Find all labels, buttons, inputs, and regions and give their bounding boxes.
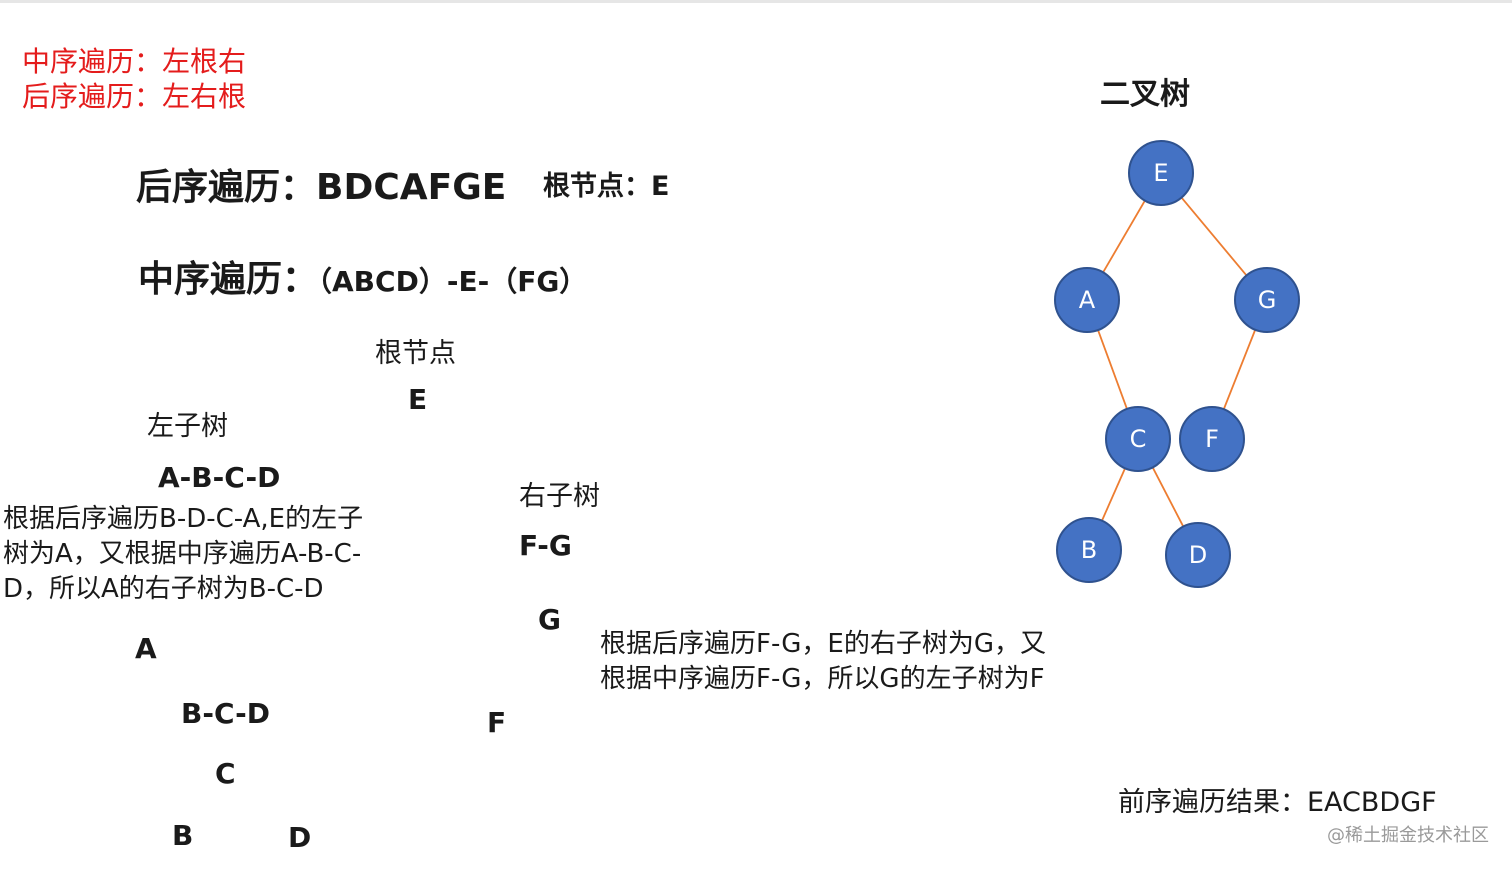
tree-edge-A-C: [1097, 329, 1128, 410]
right-explanation: 根据后序遍历F-G，E的右子树为G，又根据中序遍历F-G，所以G的左子树为F: [600, 629, 1047, 694]
tree-edge-C-D: [1151, 467, 1185, 527]
tree-node-circle: [1165, 522, 1231, 588]
right-subtree-value: F-G: [519, 529, 572, 562]
tree-node-circle: [1105, 406, 1171, 472]
inorder-label: 中序遍历：: [138, 259, 319, 300]
tree-node-B: B: [1056, 517, 1122, 583]
inorder-rule-note: 中序遍历：左根右: [22, 45, 247, 78]
tree-node-label: E: [1153, 159, 1168, 187]
tree-node-circle: [1179, 406, 1245, 472]
step-d: D: [288, 821, 312, 854]
tree-node-circle: [1128, 140, 1194, 206]
inorder-heading: 中序遍历：（ABCD）-E-（FG）: [138, 262, 587, 298]
right-subtree-label: 右子树: [519, 481, 600, 512]
tree-edge-G-F: [1222, 329, 1257, 410]
postorder-heading: 后序遍历：BDCAFGE: [136, 170, 506, 206]
tree-node-label: C: [1130, 425, 1147, 453]
postorder-rule-note: 后序遍历：左右根: [22, 80, 247, 113]
left-explanation: 根据后序遍历B-D-C-A,E的左子树为A，又根据中序遍历A-B-C-D，所以A…: [3, 504, 364, 604]
step-g: G: [538, 603, 561, 636]
postorder-label: 后序遍历：: [136, 167, 317, 208]
tree-node-G: G: [1234, 267, 1300, 333]
diagram-title: 二叉树: [1100, 77, 1190, 112]
root-note: 根节点：E: [543, 171, 670, 202]
preorder-result: 前序遍历结果：EACBDGF: [1118, 787, 1437, 818]
tree-node-label: D: [1189, 541, 1207, 569]
tree-node-label: G: [1258, 286, 1277, 314]
tree-node-F: F: [1179, 406, 1245, 472]
tree-node-A: A: [1054, 267, 1120, 333]
tree-node-label: F: [1205, 425, 1219, 453]
tree-node-label: B: [1081, 536, 1097, 564]
step-f: F: [487, 706, 507, 739]
tree-node-label: A: [1079, 286, 1096, 314]
left-subtree-value: A-B-C-D: [158, 461, 281, 494]
top-border: [0, 0, 1512, 3]
tree-edge-E-A: [1102, 200, 1146, 273]
tree-node-circle: [1056, 517, 1122, 583]
root-value: E: [408, 383, 428, 416]
step-c: C: [215, 757, 236, 790]
step-a: A: [135, 632, 157, 665]
tree-edge-C-B: [1101, 467, 1126, 522]
left-subtree-label: 左子树: [147, 411, 228, 442]
step-bcd: B-C-D: [181, 697, 271, 730]
tree-node-circle: [1234, 267, 1300, 333]
watermark: @稀土掘金技术社区: [1327, 825, 1489, 846]
tree-node-E: E: [1128, 140, 1194, 206]
inorder-value: （ABCD）-E-（FG）: [318, 265, 588, 298]
tree-node-C: C: [1105, 406, 1171, 472]
tree-node-circle: [1054, 267, 1120, 333]
tree-edge-E-G: [1180, 196, 1248, 277]
postorder-value: BDCAFGE: [316, 167, 507, 208]
tree-node-D: D: [1165, 522, 1231, 588]
step-b: B: [172, 819, 194, 852]
root-label: 根节点: [375, 338, 456, 369]
